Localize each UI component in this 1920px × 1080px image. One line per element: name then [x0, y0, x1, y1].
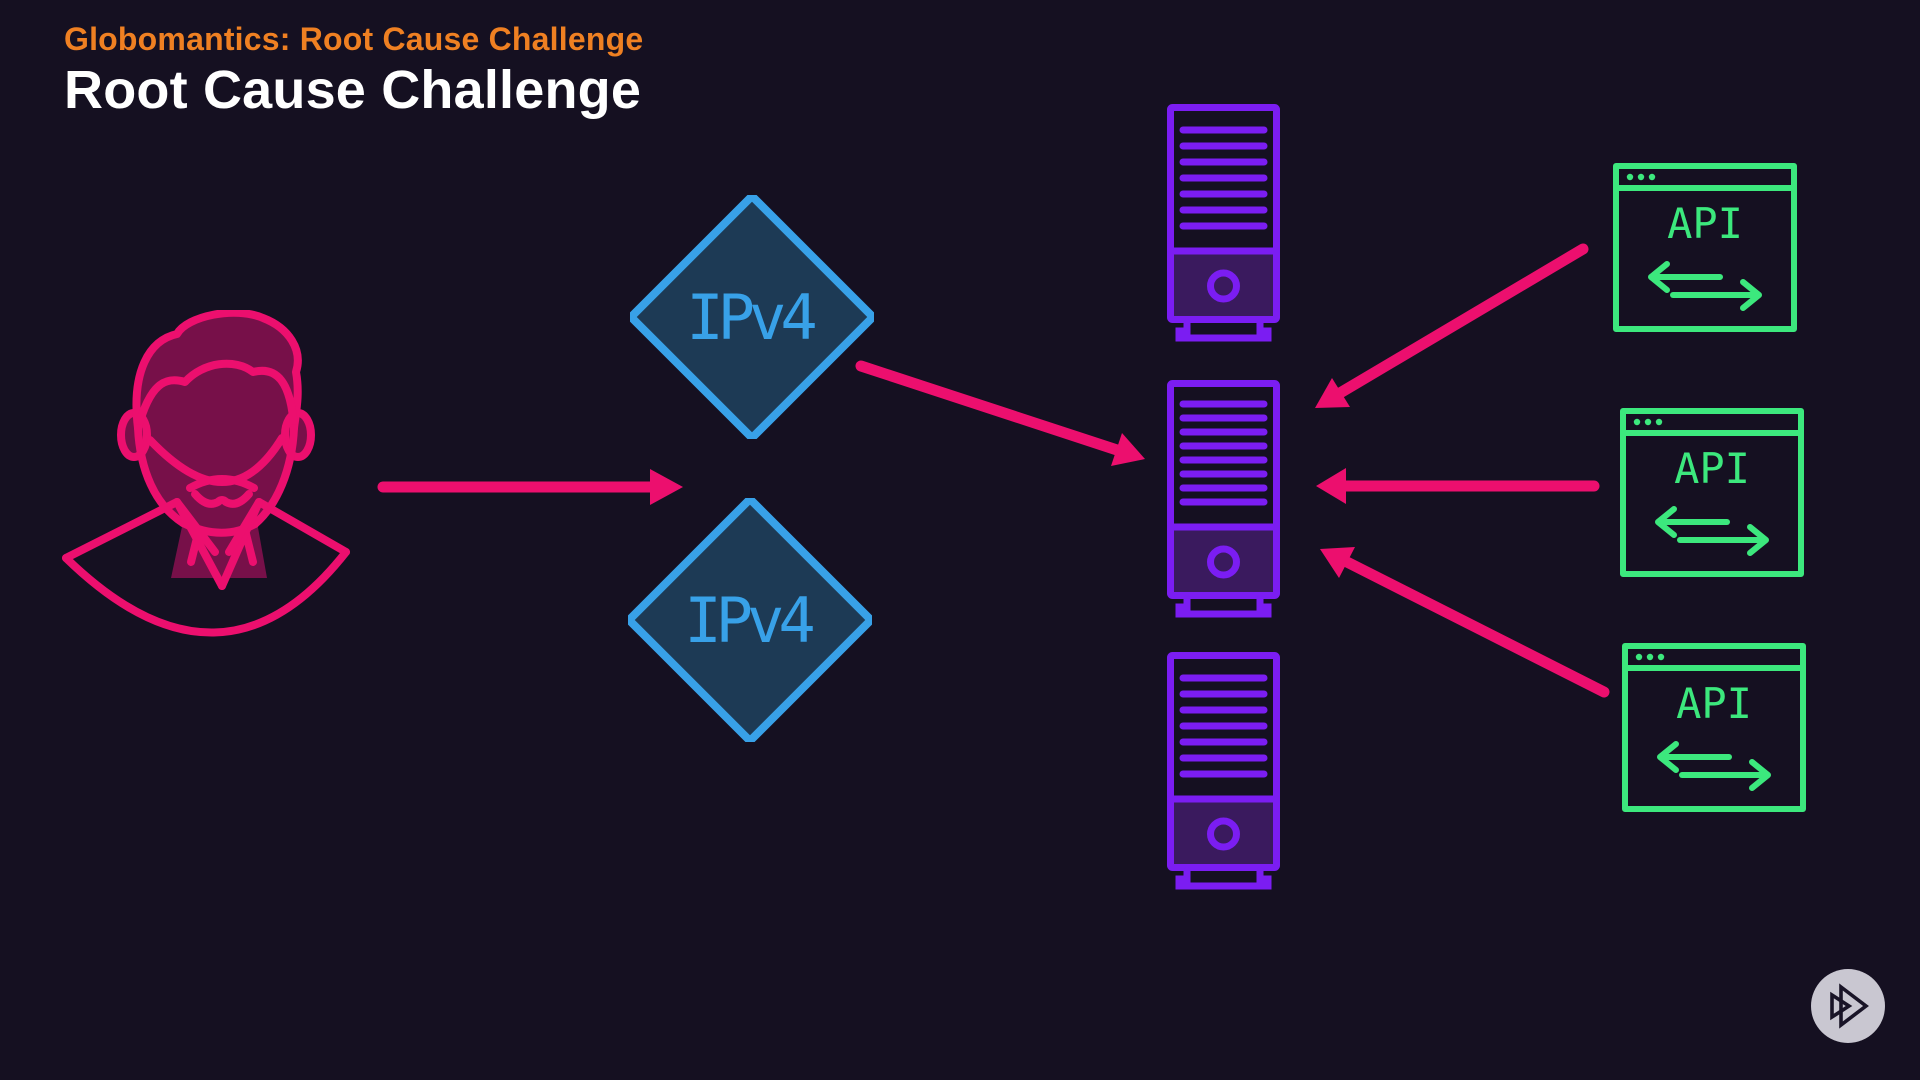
bearded-user-avatar-icon [62, 310, 350, 637]
server-tower-icon-top [1167, 104, 1280, 342]
course-eyebrow: Globomantics: Root Cause Challenge [64, 21, 644, 57]
server-tower-icon-middle [1167, 380, 1280, 618]
api-browser-window-top [1613, 163, 1797, 332]
ipv4-label-bottom: IPv4 [684, 583, 815, 657]
ipv4-diamond-bottom [628, 498, 872, 742]
server-node-top [1167, 104, 1280, 342]
page-title: Root Cause Challenge [64, 60, 642, 120]
arrow-ipv4-top-to-middle-server [855, 360, 1145, 466]
ipv4-label-top: IPv4 [686, 280, 817, 354]
api-label-top: API [1667, 199, 1743, 248]
server-node-bottom [1167, 652, 1280, 890]
user-node [55, 310, 390, 660]
api-node-middle: API [1620, 408, 1804, 577]
server-node-middle [1167, 380, 1280, 618]
arrow-api-top-to-middle-server [1315, 243, 1589, 408]
pluralsight-logo [1811, 969, 1885, 1043]
api-node-bottom: API [1622, 643, 1806, 812]
ipv4-node-bottom: IPv4 [628, 498, 872, 742]
server-tower-icon-bottom [1167, 652, 1280, 890]
ipv4-diamond-top [630, 195, 874, 439]
arrow-api-middle-to-middle-server [1316, 468, 1600, 504]
pluralsight-play-icon [1830, 983, 1869, 1029]
api-node-top: API [1613, 163, 1797, 332]
api-label-bottom: API [1676, 679, 1752, 728]
api-label-middle: API [1674, 444, 1750, 493]
arrow-api-bottom-to-middle-server [1320, 547, 1610, 698]
ipv4-node-top: IPv4 [630, 195, 874, 439]
api-browser-window-bottom [1622, 643, 1806, 812]
api-browser-window-middle [1620, 408, 1804, 577]
